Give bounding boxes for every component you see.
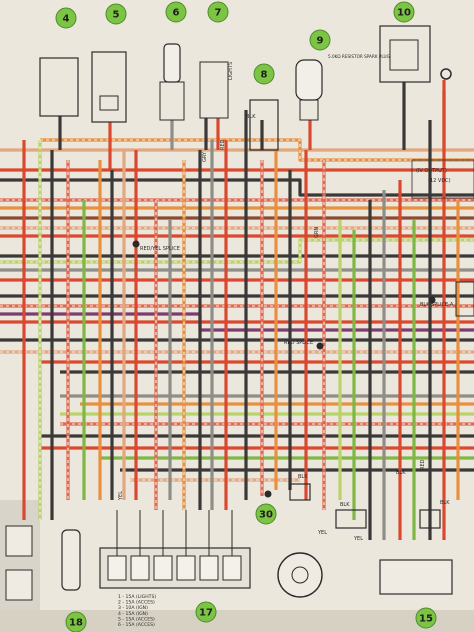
sensor-6 [163,43,181,83]
label-gry: GRY [202,151,208,162]
connector-label-4: YEL [317,530,327,536]
resistor-9 [299,99,319,121]
label-red-yel-splice: RED/YEL SPLICE [140,246,180,252]
section-badge-5: 5 [105,3,127,25]
legend-row: 6 - 15A (ACCES) [118,622,155,628]
fuse [176,555,196,581]
section-badge-18: 18 [65,611,87,632]
ring-terminal [440,68,452,80]
section-badge-30: 30 [255,503,277,525]
splice-dot [316,342,324,350]
connector-labels: BLK BLK BLK YEL YEL BLK [298,470,450,542]
section-badges: 4 5 6 7 8 9 10 15 17 18 30 [55,1,437,632]
label-blk-splice-a: BLK SPLICE-A [420,302,454,308]
fuse [222,555,242,581]
legend-row: 4 - 15A (IGN) [118,611,148,617]
fuse [130,555,150,581]
label-red-splice: RED SPLICE [284,340,313,346]
section-badge-17: 17 [195,601,217,623]
fuse [107,555,127,581]
section-number: 9 [317,36,324,47]
lights-connector-7 [199,61,229,119]
label-red-b: RED [420,459,426,470]
label-resistor: 5.0KΩ RESISTOR SPARK PLUG [328,54,390,59]
right-component-box [455,281,474,317]
label-red-a: RED [220,139,226,150]
section-number: 8 [261,70,268,81]
switch-block-4 [39,57,79,117]
splices [132,240,436,498]
section-badge-9: 9 [309,29,331,51]
section-number: 18 [69,618,83,629]
sensor-6-base [159,81,185,121]
splice-dot [428,296,436,304]
regulator-10 [379,25,431,83]
label-yel-a: YEL [118,491,124,501]
wire-orange [40,138,474,162]
section-badge-8: 8 [253,63,275,85]
section-number: 7 [215,8,222,19]
section-number: 15 [419,614,433,625]
connector-housing-30 [289,483,311,501]
module-15 [379,559,453,595]
section-number: 5 [113,10,120,21]
section-number: 17 [199,608,213,619]
connector-label-6: BLK [440,500,450,506]
output-label-box [411,159,474,199]
connector-housing-right [335,509,367,529]
key-switch [277,552,323,598]
paper-shadow-bottom [0,610,474,632]
section-number: 4 [63,14,70,25]
section-badge-15: 15 [415,607,437,629]
legend-row: 2 - 15A (ACCES) [118,600,155,606]
regulator-10-inner [389,39,419,71]
switch-block-5 [91,51,127,123]
connector-housing-far-right [419,509,441,529]
plug-18 [61,529,81,591]
wire-black [0,178,474,197]
connector-label-1: BLK [298,474,308,480]
section-badge-6: 6 [165,1,187,23]
label-iv-output: (IV OUTPUT) [416,168,447,174]
fuse-row [107,510,242,581]
wire-lt_green [0,238,474,264]
fuse [199,555,219,581]
label-grn: GRN [314,227,320,238]
legend-row: 1 - 15A (LIGHTS) [118,594,156,600]
spark-plug-9 [295,59,323,101]
section-badge-7: 7 [207,1,229,23]
connector-label-3: BLK [396,470,406,476]
section-number: 10 [397,8,411,19]
section-number: 30 [259,510,273,521]
relay-8 [249,99,279,151]
section-number: 6 [173,8,180,19]
left-component-a [5,525,33,557]
legend-row: 3 - 10A (IGN) [118,605,148,611]
section-badge-10: 10 [393,1,415,23]
fuse [153,555,173,581]
label-blk-a: BLK [246,114,256,120]
components [5,25,474,601]
splice-dot [264,490,272,498]
fuse-legend: 1 - 15A (LIGHTS)2 - 15A (ACCES)3 - 10A (… [118,594,156,628]
label-lights: LIGHTS [228,62,234,80]
splice-dot [132,240,140,248]
left-component-b [5,569,33,601]
connector-label-5: YEL [353,536,363,542]
key-switch-center [291,566,309,584]
section-badge-4: 4 [55,7,77,29]
legend-row: 5 - 15A (ACCES) [118,616,155,622]
connector-label-2: BLK [340,502,350,508]
label-12vdc: (12 VDC) [428,178,451,184]
switch-inner-5 [99,95,119,111]
wire-harness [0,80,474,540]
